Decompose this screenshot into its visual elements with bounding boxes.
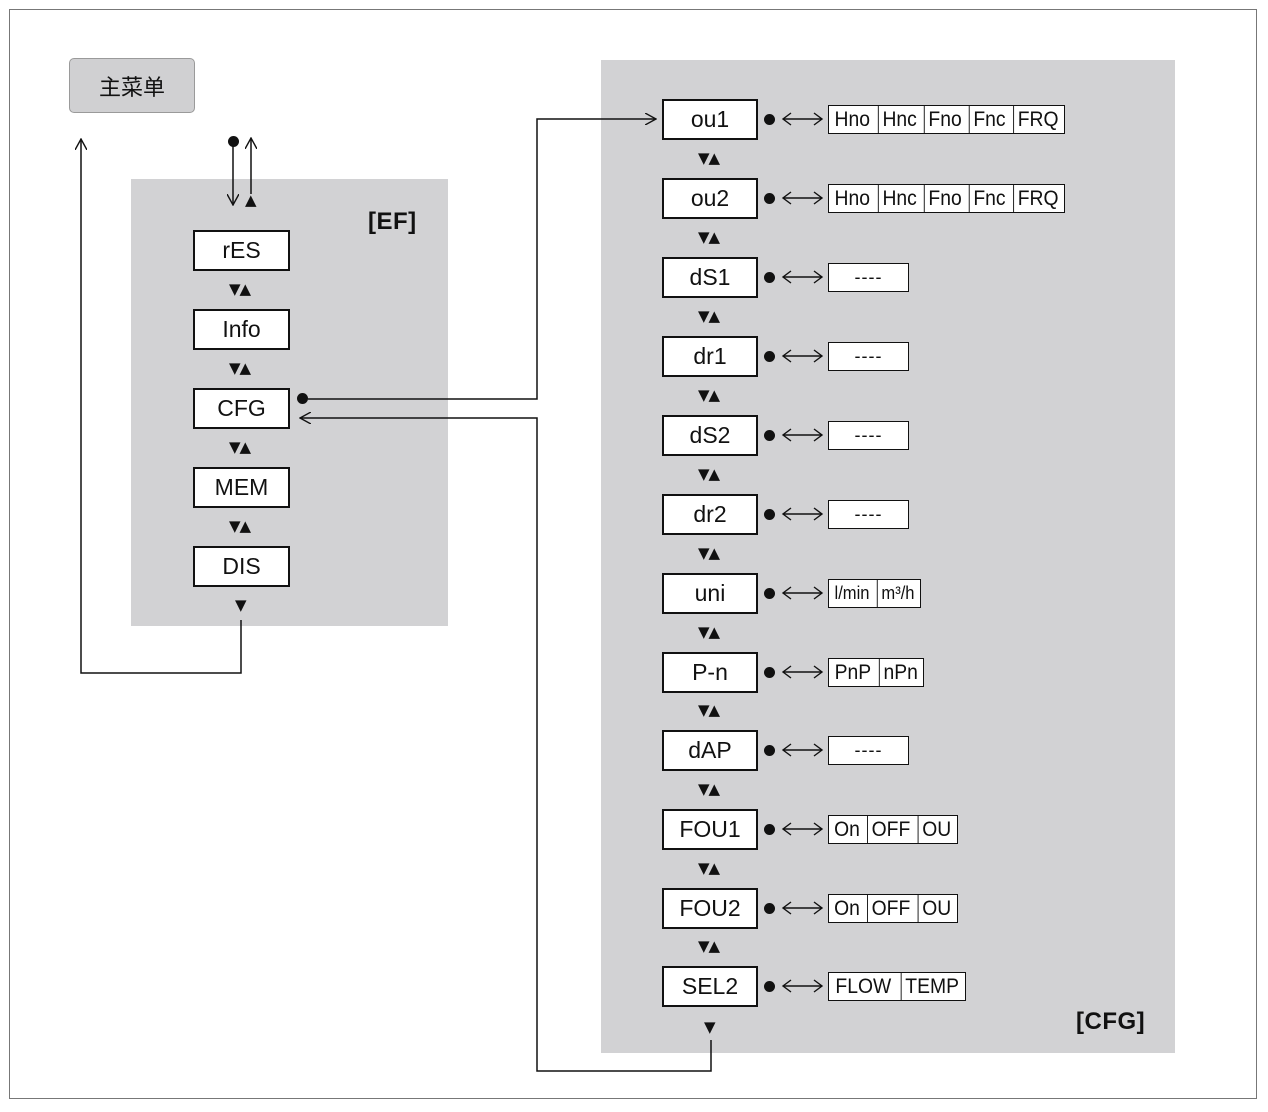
nav-arrows-cfg-9: ▼▲ [698,780,720,798]
nav-arrows-cfg-11: ▼▲ [698,937,720,955]
cfg-panel-tag: [CFG] [1076,1008,1146,1035]
main-menu-button[interactable]: 主菜单 [69,58,195,113]
cfg-item-p-n[interactable]: P-n [662,652,758,693]
option-on[interactable]: On [834,817,860,841]
option-fno[interactable]: Fno [923,185,966,212]
nav-arrows-cfg-2: ▼▲ [698,228,720,246]
option-fnc[interactable]: Fnc [968,106,1009,133]
option-hno[interactable]: Hno [834,107,870,131]
value-field-dap[interactable]: ---- [828,736,909,765]
value-field-dr1[interactable]: ---- [828,342,909,371]
options-fou2: On OFF OU [828,894,958,923]
option-npn[interactable]: nPn [878,659,922,686]
select-dot-icon [764,588,775,599]
nav-arrows-cfg-5: ▼▲ [698,465,720,483]
select-dot-icon [764,351,775,362]
cfg-item-ds1[interactable]: dS1 [662,257,758,298]
nav-arrows-cfg-6: ▼▲ [698,544,720,562]
option-flow[interactable]: FLOW [835,974,892,998]
nav-arrows-cfg-4: ▼▲ [698,386,720,404]
select-dot-icon [764,824,775,835]
options-p-n: PnP nPn [828,658,925,687]
figure-frame [9,9,1257,1099]
option-l-min[interactable]: l/min [834,583,870,603]
option-ou[interactable]: OU [917,816,955,843]
select-dot-icon [764,903,775,914]
nav-arrows-cfg-10: ▼▲ [698,859,720,877]
nav-arrows-ef-1: ▼▲ [229,280,251,298]
select-dot-icon [764,430,775,441]
cfg-item-dap[interactable]: dAP [662,730,758,771]
option-ou[interactable]: OU [917,895,955,922]
cfg-item-fou2[interactable]: FOU2 [662,888,758,929]
option-hnc[interactable]: Hnc [877,185,920,212]
option-frq[interactable]: FRQ [1013,185,1062,212]
select-dot-icon [764,193,775,204]
select-dot-icon [764,509,775,520]
options-sel2: FLOW TEMP [828,972,967,1001]
nav-arrows-cfg-1: ▼▲ [698,149,720,167]
ef-panel-tag: [EF] [368,208,417,235]
cfg-return-line [300,418,712,1072]
ef-item-mem[interactable]: MEM [193,467,290,508]
cfg-select-dot-icon [297,393,308,404]
cfg-enter-line [308,119,656,400]
nav-arrows-ef-3: ▼▲ [229,438,251,456]
option-off[interactable]: OFF [867,895,914,922]
value-field-ds1[interactable]: ---- [828,263,909,292]
option-off[interactable]: OFF [867,816,914,843]
down-arrow-cfg-end: ▼ [704,1018,716,1036]
up-arrow-ef-entry: ▲ [245,191,257,209]
cfg-item-dr1[interactable]: dr1 [662,336,758,377]
enter-dot-icon [228,136,239,147]
option-temp[interactable]: TEMP [900,973,962,1000]
cfg-item-sel2[interactable]: SEL2 [662,966,758,1007]
select-dot-icon [764,745,775,756]
ef-item-info[interactable]: Info [193,309,290,350]
select-dot-icon [764,667,775,678]
exchange-arrows [781,112,824,993]
option-fnc[interactable]: Fnc [968,185,1009,212]
value-field-ds2[interactable]: ---- [828,421,909,450]
select-dot-icon [764,114,775,125]
return-to-main-menu-line [81,139,242,674]
option-pnp[interactable]: PnP [834,660,872,684]
cfg-panel [601,60,1175,1053]
options-ou1: Hno Hnc Fno Fnc FRQ [828,105,1066,134]
nav-arrows-ef-4: ▼▲ [229,517,251,535]
option-hno[interactable]: Hno [834,186,870,210]
option-frq[interactable]: FRQ [1013,106,1062,133]
cfg-item-ou1[interactable]: ou1 [662,99,758,140]
cfg-item-uni[interactable]: uni [662,573,758,614]
down-arrow-ef-end: ▼ [235,596,247,614]
value-field-dr2[interactable]: ---- [828,500,909,529]
options-fou1: On OFF OU [828,815,958,844]
cfg-item-fou1[interactable]: FOU1 [662,809,758,850]
select-dot-icon [764,272,775,283]
option-fno[interactable]: Fno [923,106,966,133]
ef-item-cfg[interactable]: CFG [193,388,290,429]
option-hnc[interactable]: Hnc [877,106,920,133]
option-m3-h[interactable]: m³/h [876,580,918,607]
cfg-item-ds2[interactable]: dS2 [662,415,758,456]
nav-arrows-ef-2: ▼▲ [229,359,251,377]
select-dot-icon [764,981,775,992]
nav-arrows-cfg-7: ▼▲ [698,623,720,641]
nav-arrows-cfg-8: ▼▲ [698,701,720,719]
option-on[interactable]: On [834,896,860,920]
ef-item-dis[interactable]: DIS [193,546,290,587]
cfg-item-ou2[interactable]: ou2 [662,178,758,219]
nav-arrows-cfg-3: ▼▲ [698,307,720,325]
options-uni: l/min m³/h [828,579,922,608]
cfg-item-dr2[interactable]: dr2 [662,494,758,535]
ef-item-res[interactable]: rES [193,230,290,271]
options-ou2: Hno Hnc Fno Fnc FRQ [828,184,1066,213]
